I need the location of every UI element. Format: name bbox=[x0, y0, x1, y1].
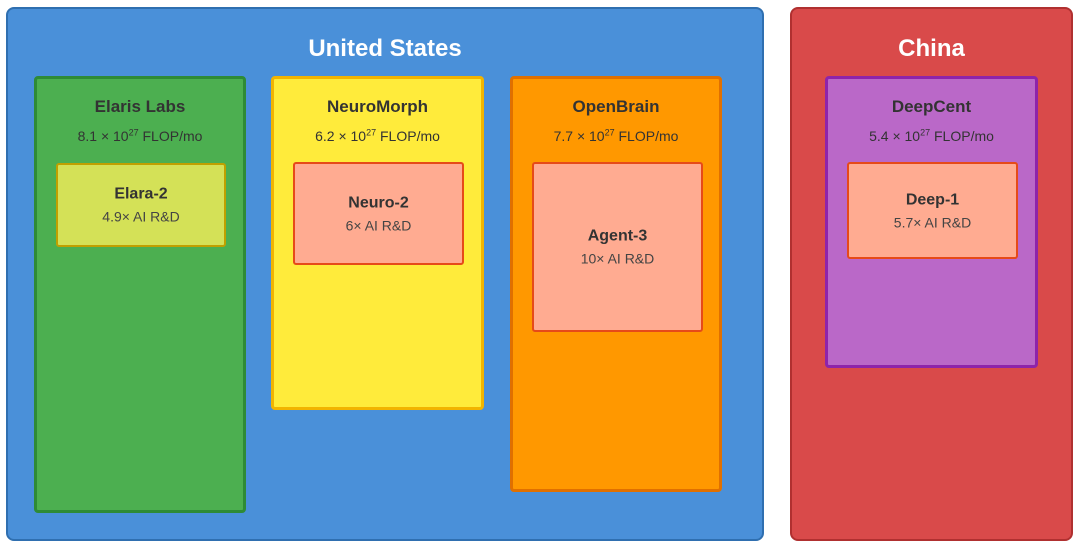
lab-name: DeepCent bbox=[891, 97, 972, 116]
lab-compute: 8.1 × 1027 FLOP/mo bbox=[77, 127, 203, 144]
lab-compute: 6.2 × 1027 FLOP/mo bbox=[315, 127, 440, 144]
lab-compute: 5.4 × 1027 FLOP/mo bbox=[869, 127, 994, 144]
model-elara-2: Elara-2 4.9× AI R&D bbox=[56, 163, 226, 247]
model-deep-1: Deep-1 5.7× AI R&D bbox=[847, 162, 1018, 259]
lab-deepcent: DeepCent 5.4 × 1027 FLOP/mo Deep-1 5.7× … bbox=[825, 76, 1038, 368]
model-agent-3: Agent-3 10× AI R&D bbox=[532, 162, 703, 332]
lab-compute: 7.7 × 1027 FLOP/mo bbox=[553, 127, 679, 144]
region-title-china: China bbox=[898, 35, 965, 62]
model-name: Deep-1 bbox=[905, 191, 960, 208]
lab-openbrain: OpenBrain 7.7 × 1027 FLOP/mo Agent-3 10×… bbox=[510, 76, 722, 492]
lab-elaris-labs: Elaris Labs 8.1 × 1027 FLOP/mo Elara-2 4… bbox=[34, 76, 246, 513]
model-name: Elara-2 bbox=[114, 185, 168, 203]
model-neuro-2: Neuro-2 6× AI R&D bbox=[293, 162, 464, 265]
lab-name: OpenBrain bbox=[572, 97, 660, 116]
lab-neuromorph: NeuroMorph 6.2 × 1027 FLOP/mo Neuro-2 6×… bbox=[271, 76, 484, 410]
lab-name: Elaris Labs bbox=[94, 97, 186, 116]
model-name: Neuro-2 bbox=[348, 194, 409, 211]
region-title-united-states: United States bbox=[308, 35, 462, 62]
model-speedup: 6× AI R&D bbox=[345, 217, 412, 233]
model-name: Agent-3 bbox=[587, 227, 648, 245]
model-speedup: 4.9× AI R&D bbox=[102, 208, 180, 225]
model-speedup: 10× AI R&D bbox=[580, 250, 655, 267]
lab-name: NeuroMorph bbox=[326, 97, 429, 116]
model-speedup: 5.7× AI R&D bbox=[893, 214, 972, 230]
